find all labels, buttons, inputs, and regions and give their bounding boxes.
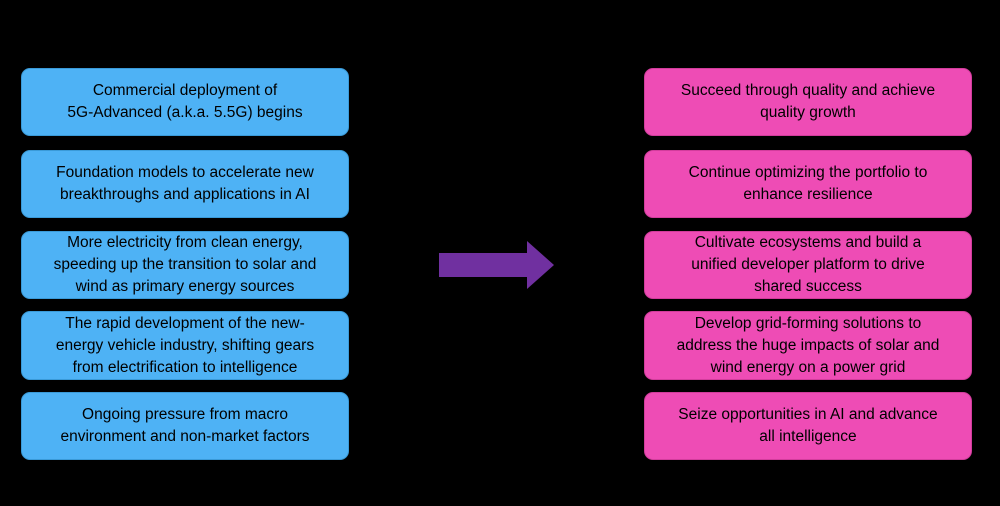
trend-3-line-2: speeding up the transition to solar and xyxy=(53,256,317,273)
trend-4-line-1: The rapid development of the new- xyxy=(65,314,305,332)
trend-box-2: Foundation models to accelerate new brea… xyxy=(21,150,349,218)
strategy-box-3: Cultivate ecosystems and build a unified… xyxy=(644,231,972,299)
strategy-4-line-2: address the huge impacts of solar and xyxy=(676,336,940,354)
strategy-box-1: Succeed through quality and achieve qual… xyxy=(644,68,972,136)
right-arrow-icon xyxy=(439,241,554,289)
strategy-5-line-1: Seize opportunities in AI and advance xyxy=(678,406,938,423)
strategy-2-line-1: Continue optimizing the portfolio to xyxy=(688,164,928,181)
trend-4-line-3: from electrification to intelligence xyxy=(72,358,298,376)
trend-4-line-2: energy vehicle industry, shifting gears xyxy=(55,336,315,354)
strategy-4-line-3: wind energy on a power grid xyxy=(710,358,906,376)
trend-2-line-1: Foundation models to accelerate new xyxy=(56,164,314,181)
trend-2-line-2: breakthroughs and applications in AI xyxy=(60,186,310,203)
trend-1-line-1: Commercial deployment of xyxy=(92,82,278,99)
trend-5-line-1: Ongoing pressure from macro xyxy=(82,406,288,423)
strategy-2-line-2: enhance resilience xyxy=(743,186,873,203)
strategy-3-line-1: Cultivate ecosystems and build a xyxy=(694,234,922,251)
trend-3-line-1: More electricity from clean energy, xyxy=(67,234,303,251)
strategy-1-line-1: Succeed through quality and achieve xyxy=(680,82,936,99)
strategy-3-line-3: shared success xyxy=(754,278,862,295)
trend-3-line-3: wind as primary energy sources xyxy=(75,278,295,295)
strategy-5-line-2: all intelligence xyxy=(759,428,857,445)
trend-box-3: More electricity from clean energy, spee… xyxy=(21,231,349,299)
strategy-box-2: Continue optimizing the portfolio to enh… xyxy=(644,150,972,218)
trend-5-line-2: environment and non-market factors xyxy=(60,428,310,445)
strategy-3-line-2: unified developer platform to drive xyxy=(691,256,925,273)
trend-box-1: Commercial deployment of 5G-Advanced (a.… xyxy=(21,68,349,136)
strategy-box-5: Seize opportunities in AI and advance al… xyxy=(644,392,972,460)
strategy-4-line-1: Develop grid-forming solutions to xyxy=(694,314,922,332)
strategy-box-4: Develop grid-forming solutions to addres… xyxy=(644,311,972,380)
strategy-1-line-2: quality growth xyxy=(760,104,856,121)
trend-box-5: Ongoing pressure from macro environment … xyxy=(21,392,349,460)
trend-1-line-2: 5G-Advanced (a.k.a. 5.5G) begins xyxy=(67,104,303,121)
trend-box-4: The rapid development of the new- energy… xyxy=(21,311,349,380)
